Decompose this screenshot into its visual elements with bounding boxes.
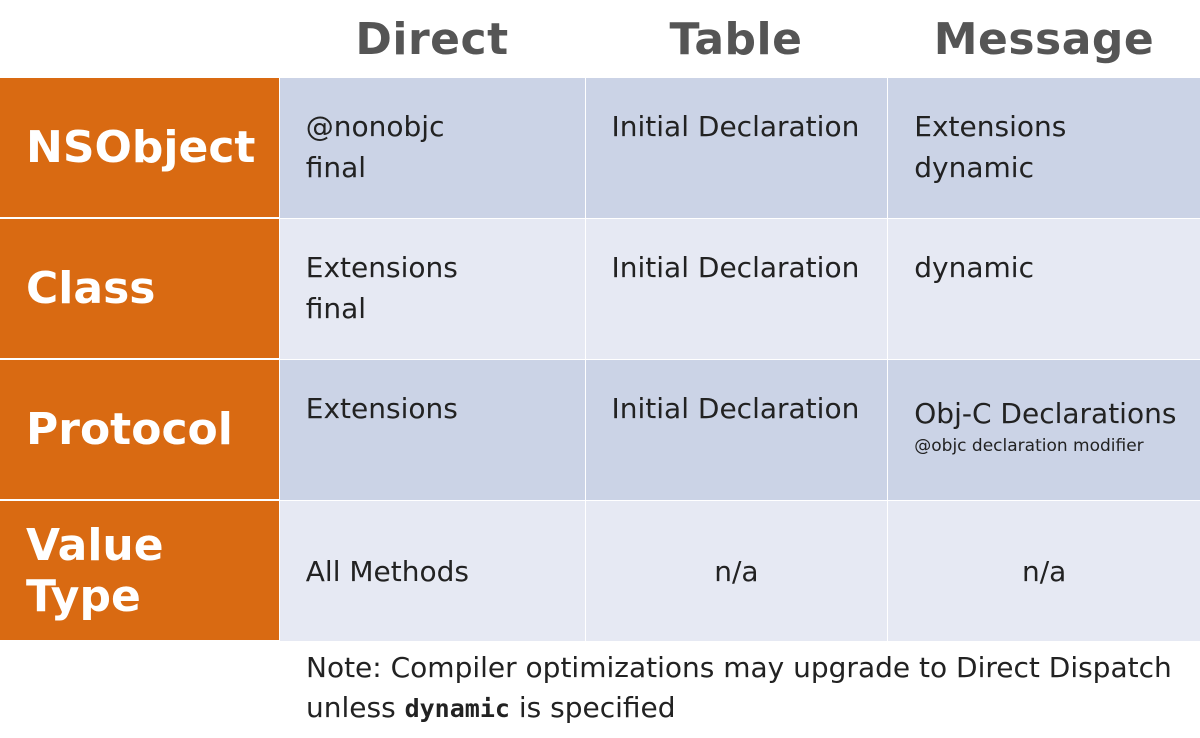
cell-text: dynamic — [914, 151, 1034, 184]
cell-text: Initial Declaration — [611, 251, 860, 284]
column-header-direct: Direct — [355, 13, 509, 65]
cell-value-type-message: n/a — [888, 501, 1200, 641]
footnote-keyword: dynamic — [404, 694, 510, 723]
cell-text: Extensions — [305, 392, 458, 425]
cell-text: @nonobjc — [305, 110, 445, 143]
cell-protocol-table: Initial Declaration — [585, 360, 888, 500]
cell-nsobject-message: Extensions dynamic — [888, 78, 1200, 218]
cell-text: Obj-C Declarations — [914, 397, 1177, 430]
cell-text: dynamic — [914, 251, 1034, 284]
cell-text: Extensions — [914, 110, 1067, 143]
cell-class-table: Initial Declaration — [585, 219, 888, 359]
row-label-nsobject: NSObject — [0, 78, 279, 218]
table-row-class: Class Extensions final Initial Declarati… — [0, 219, 1200, 359]
cell-text: final — [305, 292, 367, 325]
footnote-line-1: Note: Compiler optimizations may upgrade… — [306, 651, 1172, 684]
dispatch-table: NSObject @nonobjc final Initial Declarat… — [0, 78, 1200, 641]
cell-nsobject-direct: @nonobjc final — [279, 78, 585, 218]
row-label-protocol: Protocol — [0, 360, 279, 500]
column-header-message: Message — [933, 13, 1155, 65]
cell-text: Initial Declaration — [611, 110, 860, 143]
footnote: Note: Compiler optimizations may upgrade… — [306, 648, 1196, 729]
cell-subtext: @objc declaration modifier — [914, 436, 1144, 456]
row-label-value-type: Value Type — [0, 501, 279, 641]
cell-nsobject-table: Initial Declaration — [585, 78, 888, 218]
footnote-text: is specified — [509, 691, 676, 724]
cell-text: All Methods — [305, 554, 469, 588]
cell-text: Initial Declaration — [611, 392, 860, 425]
footnote-line-2: unless dynamic is specified — [306, 688, 1196, 729]
cell-text: Extensions — [305, 251, 458, 284]
footnote-text: unless — [306, 691, 405, 724]
table-row-nsobject: NSObject @nonobjc final Initial Declarat… — [0, 78, 1200, 218]
cell-text: n/a — [714, 554, 759, 588]
table-row-value-type: Value Type All Methods n/a n/a — [0, 501, 1200, 641]
cell-text: final — [305, 151, 367, 184]
cell-value-type-direct: All Methods — [279, 501, 585, 641]
column-header-table: Table — [669, 13, 803, 65]
cell-class-message: dynamic — [888, 219, 1200, 359]
cell-protocol-message: Obj-C Declarations @objc declaration mod… — [888, 360, 1200, 500]
cell-protocol-direct: Extensions — [279, 360, 585, 500]
cell-class-direct: Extensions final — [279, 219, 585, 359]
cell-text: n/a — [1021, 554, 1067, 588]
row-label-class: Class — [0, 219, 279, 359]
cell-value-type-table: n/a — [585, 501, 888, 641]
table-row-protocol: Protocol Extensions Initial Declaration … — [0, 360, 1200, 500]
